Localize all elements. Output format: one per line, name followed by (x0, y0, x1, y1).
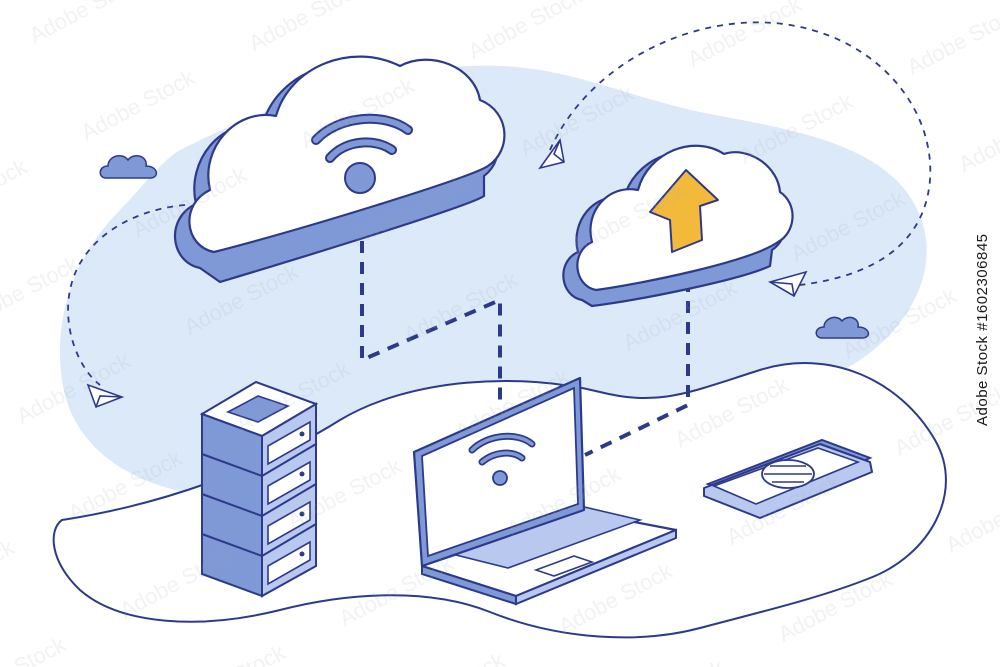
stock-watermark-text: Adobe Stock (974, 335, 991, 427)
stock-id-text: #1602306845 (974, 233, 991, 332)
stock-id-label: Adobe Stock #1602306845 (974, 120, 996, 540)
